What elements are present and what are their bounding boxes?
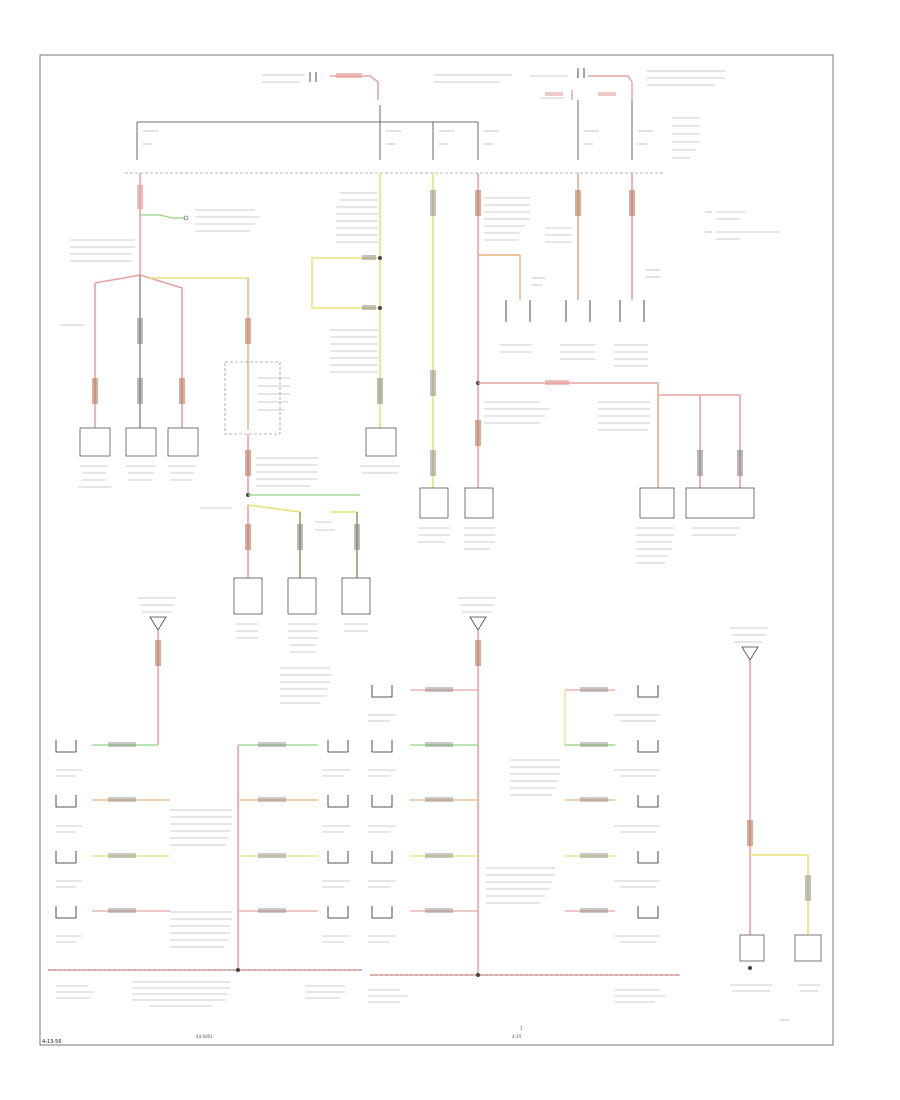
component-box-7 [365, 427, 397, 457]
center-branch [311, 173, 550, 550]
component-box-5 [287, 577, 317, 615]
component-box-12 [739, 934, 765, 962]
legend [705, 211, 780, 240]
diagram-frame [39, 54, 834, 1046]
top-left-label-lines [262, 70, 725, 99]
page-tag: 4-13-56 [42, 1039, 62, 1045]
component-box-6 [341, 577, 371, 615]
component-box-10 [639, 487, 675, 519]
feed-wire-top-red [330, 75, 379, 100]
lower-left-grounds [48, 597, 362, 1007]
fuse-labels [143, 117, 700, 159]
lower-right-ground [730, 627, 822, 1021]
component-box-8 [419, 487, 449, 519]
component-box-4 [233, 577, 263, 615]
top-feed-section [125, 68, 725, 174]
footer: 4-13-56 44-0001 1 4-14 [42, 1026, 523, 1045]
component-box-13 [794, 934, 822, 962]
lower-center-grounds [368, 597, 680, 1003]
component-box-9 [464, 487, 494, 519]
component-box-11 [685, 487, 755, 519]
footer-page: 1 [520, 1026, 523, 1031]
left-branch [60, 173, 371, 704]
right-branch [478, 173, 780, 564]
switch-box [224, 361, 281, 435]
footer-ref: 4-14 [512, 1034, 522, 1039]
component-box-2 [125, 427, 157, 457]
footer-code: 44-0001 [196, 1034, 213, 1039]
component-box-1 [79, 427, 111, 457]
component-box-3 [167, 427, 199, 457]
